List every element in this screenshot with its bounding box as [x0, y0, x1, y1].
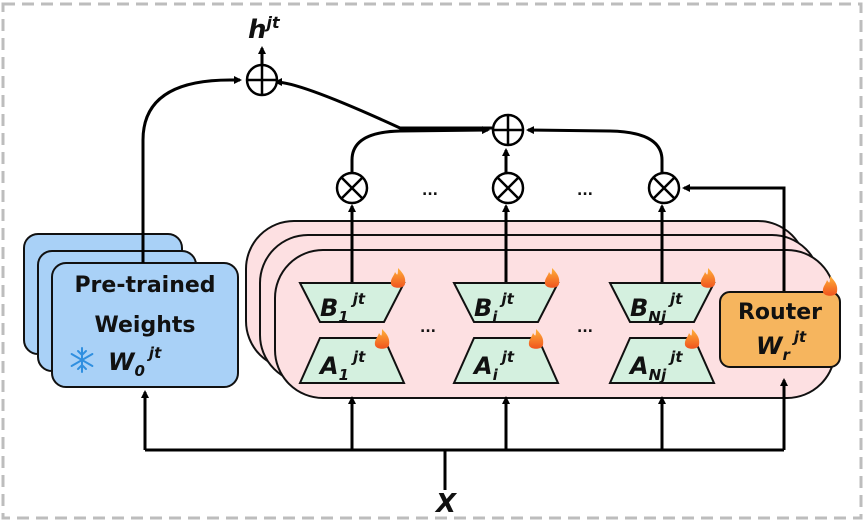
output-sum-operator [245, 63, 279, 97]
fire-icon [684, 329, 700, 349]
pretrained-weights-box [51, 262, 239, 388]
expert-sum-to-output-sum [274, 78, 492, 130]
lora-b-module [608, 282, 716, 323]
fire-icon [390, 268, 406, 288]
fire-icon [374, 329, 390, 349]
ellipsis-mul-2: ... [577, 183, 593, 199]
lora-b-label: BNjjt [630, 290, 683, 326]
router-label: Router [738, 300, 822, 325]
ellipsis-expert-1: ... [420, 320, 436, 336]
lora-b-module [452, 282, 560, 323]
output-label: hjt [248, 13, 281, 45]
fire-icon [544, 268, 560, 288]
mulnj-to-sum [526, 126, 664, 172]
fire-icon [700, 268, 716, 288]
lora-a-module [608, 337, 716, 384]
lora-a-label: A1jt [318, 348, 366, 384]
pretrained-symbol: W0jt [108, 344, 162, 380]
expert-sum-operator [491, 113, 525, 147]
ellipsis-expert-2: ... [577, 320, 593, 336]
router-to-mul [682, 184, 786, 292]
snowflake-icon [70, 347, 94, 373]
pretrained-line1: Pre-trained [74, 273, 215, 298]
input-label: X [434, 489, 458, 519]
pretrained-line2: Weights [95, 313, 196, 338]
lora-b-label: Bijt [474, 290, 515, 326]
ellipsis-mul-1: ... [422, 183, 438, 199]
router-fire-icon [822, 276, 838, 296]
multiply-operator-1 [335, 171, 369, 205]
connections [141, 46, 788, 490]
multiply-operator-i [491, 171, 525, 205]
lora-b-label: B1jt [320, 290, 366, 326]
router-box [719, 291, 841, 368]
pretrained-to-sum [141, 76, 242, 263]
lora-b-module [298, 282, 406, 323]
router-symbol: Wrjt [756, 328, 807, 364]
fire-icon [528, 329, 544, 349]
lora-a-module [298, 337, 406, 384]
lora-a-label: Aijt [472, 348, 515, 384]
lora-a-label: ANjjt [628, 348, 683, 384]
multiply-operator-nj [647, 171, 681, 205]
pretrained-weights-stack [23, 233, 239, 388]
mul1-to-sum [350, 126, 490, 172]
lora-a-module [452, 337, 560, 384]
